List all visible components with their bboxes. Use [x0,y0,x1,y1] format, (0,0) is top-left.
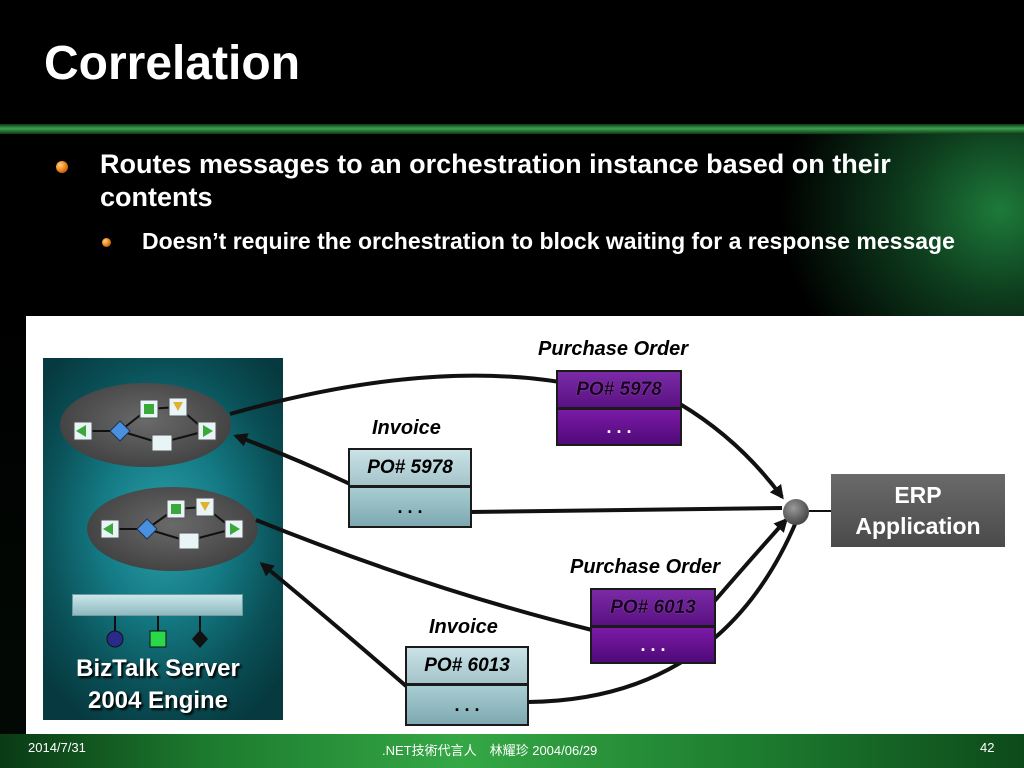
erp-label-line1: ERP [894,481,942,508]
po2-label: Purchase Order [570,556,721,578]
purchase-order-message-1: PO# 5978 . . . [556,370,682,446]
erp-application-box: ERP Application [831,474,1005,547]
po2-more: . . . [590,628,716,664]
invoice2-number: PO# 6013 [405,646,529,686]
invoice1-number: PO# 5978 [348,448,472,488]
engine-label-line2: 2004 Engine [87,687,229,714]
po1-more: . . . [556,410,682,446]
page-title: Correlation [44,37,301,90]
orchestration-2-shapes-icon [100,497,244,550]
purchase-order-message-2: PO# 6013 . . . [590,588,716,664]
main-bullet-text: Routes messages to an orchestration inst… [100,149,891,212]
arrow-orch1-to-po1 [229,373,561,416]
arrow-po1-to-junction [678,402,784,500]
invoice1-label: Invoice [372,417,441,439]
invoice2-more: . . . [405,686,529,726]
engine-label: BizTalk Server 2004 Engine [43,653,273,717]
arrow-orch2-to-po2 [255,518,593,632]
page-number: 42 [980,740,995,755]
title-divider [0,124,1024,134]
invoice1-more: . . . [348,488,472,528]
footer-date: 2014/7/31 [28,740,86,755]
bullet-icon [56,161,68,173]
sub-bullet-text: Doesn’t require the orchestration to blo… [142,228,955,254]
footer-center: .NET技術代言人 林耀珍 2004/06/29 [382,743,598,758]
invoice-message-2: PO# 6013 . . . [405,646,529,726]
arrow-invoice2-to-orch2 [259,562,408,688]
sub-bullet-icon [102,238,111,247]
arrow-junction-to-invoice1 [469,506,783,514]
erp-label-line2: Application [855,512,981,539]
arrow-invoice1-to-orch1 [233,433,351,486]
title-band [0,0,1024,124]
po1-number: PO# 5978 [556,370,682,410]
adapter-connectors-icon [106,616,208,648]
invoice2-label: Invoice [429,616,498,638]
message-box-bar [72,594,243,616]
correlation-junction [783,499,809,525]
po2-number: PO# 6013 [590,588,716,628]
engine-label-line1: BizTalk Server [76,655,240,682]
po1-label: Purchase Order [538,338,689,360]
arrow-po2-to-junction [710,517,789,606]
orchestration-1-shapes-icon [73,397,217,452]
footer-bar [0,734,1024,768]
invoice-message-1: PO# 5978 . . . [348,448,472,528]
